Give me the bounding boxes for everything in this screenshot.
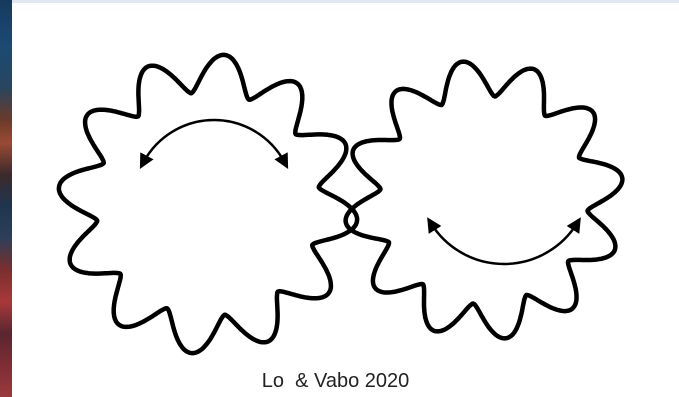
counterclockwise-arrow-icon xyxy=(431,224,577,264)
figure-caption: Lo & Vabo 2020 xyxy=(0,370,679,393)
right-gear xyxy=(346,62,623,339)
clockwise-arrow-icon xyxy=(143,120,284,162)
left-gear xyxy=(59,55,357,353)
